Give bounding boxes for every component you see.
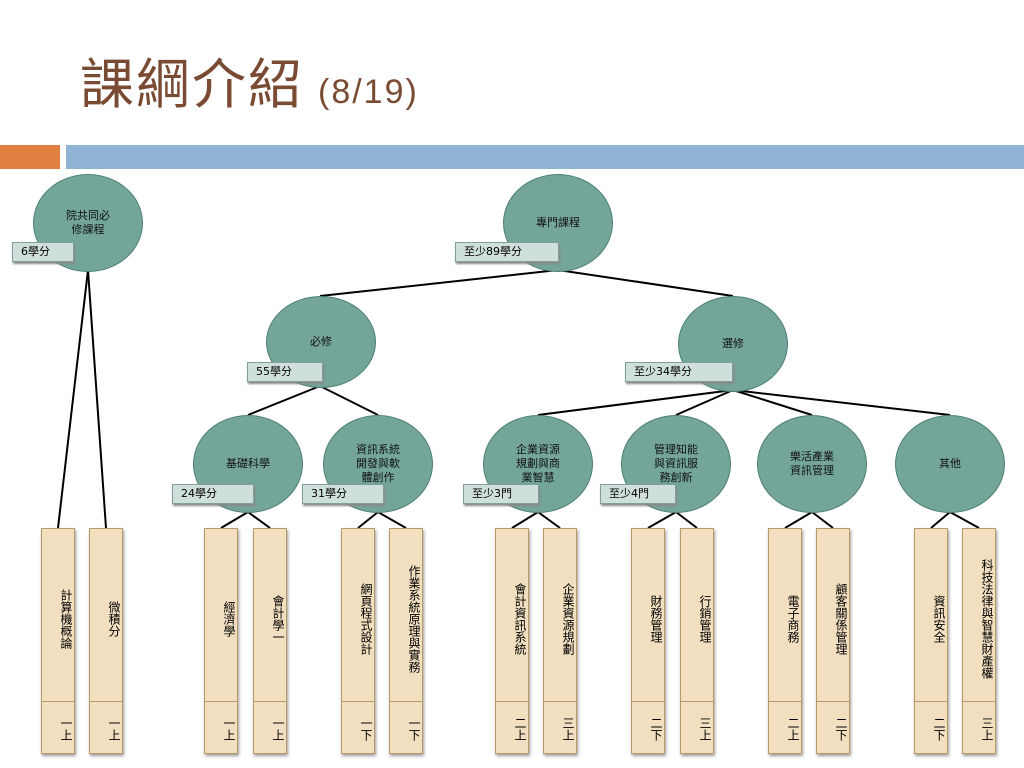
course-name: 顧客關係管理 [834, 583, 848, 655]
tag-required-credits: 55學分 [247, 362, 323, 382]
node-other: 其他 [895, 415, 1005, 513]
course-box: 電子商務二上 [768, 528, 802, 754]
course-box: 作業系統原理與實務一下 [389, 528, 423, 754]
header-bar [66, 145, 1024, 169]
course-box: 科技法律與智慧財產權三上 [962, 528, 996, 754]
course-name: 網頁程式設計 [359, 583, 373, 655]
course-term: 二上 [513, 717, 527, 741]
course-name: 財務管理 [649, 595, 663, 643]
course-term: 二下 [649, 717, 663, 741]
course-name: 企業資源規劃 [561, 583, 575, 655]
course-term: 一下 [359, 717, 373, 741]
course-name: 經濟學 [222, 601, 236, 637]
course-term: 一上 [222, 717, 236, 741]
course-name: 科技法律與智慧財產權 [980, 559, 994, 679]
course-term: 一上 [271, 717, 285, 741]
tag-basic-credits: 24學分 [172, 484, 254, 504]
course-name: 電子商務 [786, 595, 800, 643]
course-term: 三上 [561, 717, 575, 741]
course-box: 財務管理二下 [631, 528, 665, 754]
tag-erp-courses: 至少3門 [463, 484, 539, 504]
tag-infosys-credits: 31學分 [302, 484, 384, 504]
course-box: 微積分一上 [89, 528, 123, 754]
tag-mgmt-courses: 至少4門 [600, 484, 676, 504]
course-box: 會計資訊系統二上 [495, 528, 529, 754]
course-name: 作業系統原理與實務 [407, 565, 421, 673]
tag-elective-credits: 至少34學分 [625, 362, 733, 382]
course-box: 顧客關係管理二下 [816, 528, 850, 754]
course-term: 三上 [980, 717, 994, 741]
course-term: 一上 [59, 717, 73, 741]
course-name: 微積分 [107, 601, 121, 637]
course-term: 二上 [786, 717, 800, 741]
course-term: 一上 [107, 717, 121, 741]
course-name: 計算機概論 [59, 589, 73, 649]
course-box: 企業資源規劃三上 [543, 528, 577, 754]
course-name: 會計學一 [271, 595, 285, 643]
course-term: 一下 [407, 717, 421, 741]
node-mgmt-service: 管理知能 與資訊服 務創新 [621, 415, 731, 513]
tag-major-credits: 至少89學分 [455, 242, 559, 262]
page-title-main: 課綱介紹 [80, 53, 304, 116]
course-term: 二下 [932, 717, 946, 741]
course-box: 資訊安全二下 [914, 528, 948, 754]
course-box: 計算機概論一上 [41, 528, 75, 754]
page-title: 課綱介紹 (8/19) [80, 40, 419, 119]
course-box: 行銷管理三上 [680, 528, 714, 754]
course-name: 行銷管理 [698, 595, 712, 643]
tag-college-credits: 6學分 [12, 242, 74, 262]
course-name: 資訊安全 [932, 595, 946, 643]
course-box: 經濟學一上 [204, 528, 238, 754]
node-industry-info: 樂活產業 資訊管理 [757, 415, 867, 513]
course-name: 會計資訊系統 [513, 583, 527, 655]
header-bar-accent [0, 145, 60, 169]
course-term: 三上 [698, 717, 712, 741]
page-title-sub: (8/19) [318, 73, 419, 111]
course-box: 會計學一一上 [253, 528, 287, 754]
course-term: 二下 [834, 717, 848, 741]
course-box: 網頁程式設計一下 [341, 528, 375, 754]
